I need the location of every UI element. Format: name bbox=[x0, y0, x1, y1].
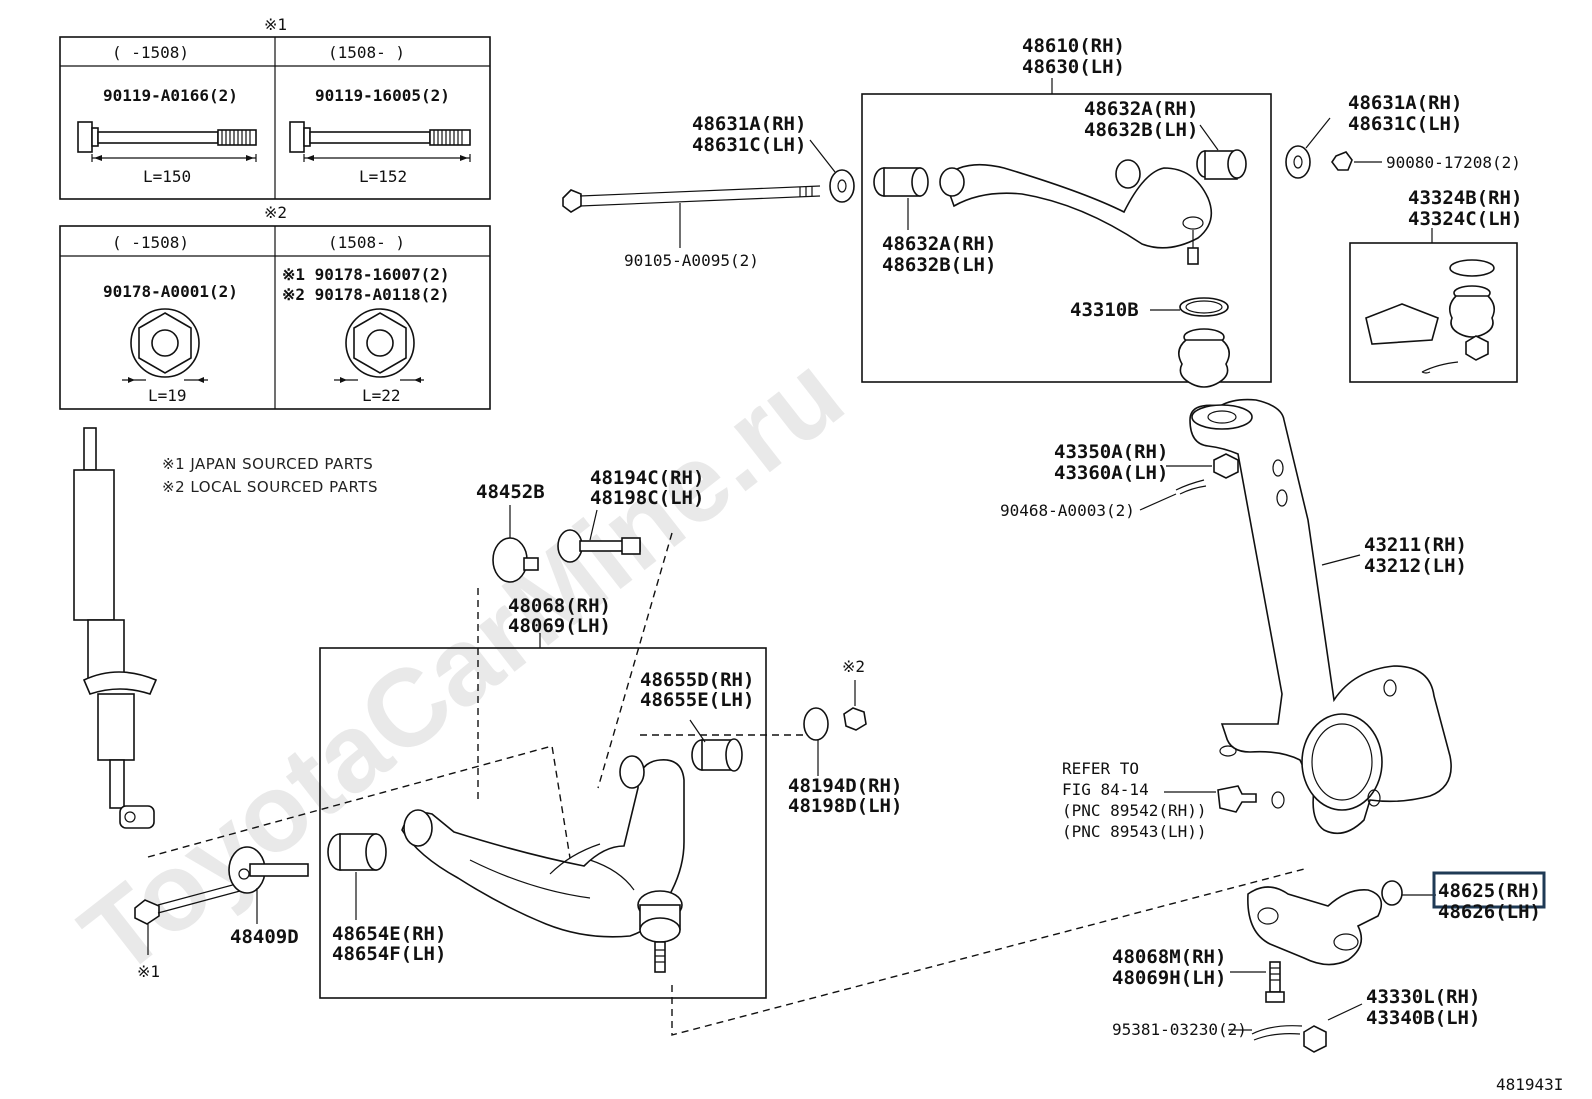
shock-absorber-drawing bbox=[73, 427, 158, 829]
knuckle-nut-drawing bbox=[1139, 453, 1239, 511]
label-washer-left-rh: 48631A(RH) bbox=[692, 113, 806, 135]
label-48409d: 48409D bbox=[230, 926, 299, 948]
note-japan-sourced: ※1 JAPAN SOURCED PARTS bbox=[162, 455, 373, 473]
steering-arm-drawing bbox=[1247, 880, 1436, 966]
steering-knuckle-drawing bbox=[1189, 398, 1452, 835]
label-arm-bolt-rh: 48068M(RH) bbox=[1112, 946, 1226, 968]
label-upper-bush-right-rh: 48632A(RH) bbox=[1084, 98, 1198, 120]
label-arm-bolt-lh: 48069H(LH) bbox=[1112, 967, 1226, 989]
cam-plate-drawing bbox=[492, 505, 539, 583]
lower-nut-drawing bbox=[1228, 1003, 1363, 1053]
label-lower-arm-rh: 48068(RH) bbox=[508, 595, 611, 617]
steering-arm-bolt-drawing bbox=[1230, 961, 1285, 1003]
label-43310b: 43310B bbox=[1070, 299, 1139, 321]
rear-cam-drawing bbox=[803, 680, 867, 776]
label-upper-arm-rh: 48610(RH) bbox=[1022, 35, 1125, 57]
washer-right-drawing bbox=[1285, 117, 1382, 179]
table2-col1-header: ( -1508) bbox=[112, 233, 189, 252]
label-rear-bush-lh: 48655E(LH) bbox=[640, 689, 754, 711]
label-front-bush-rh: 48654E(RH) bbox=[332, 923, 446, 945]
long-bolt-drawing bbox=[562, 185, 821, 248]
table2-mark: ※2 bbox=[264, 203, 287, 222]
label-knuckle-rh: 43211(RH) bbox=[1364, 534, 1467, 556]
label-knuckle-nut-lh: 43360A(LH) bbox=[1054, 462, 1168, 484]
bolt-icon bbox=[77, 121, 257, 162]
lower-arm-bolt-drawing bbox=[134, 882, 241, 955]
table2-col1-part: 90178-A0001(2) bbox=[103, 282, 238, 301]
cam-bolt-drawing bbox=[557, 509, 641, 563]
lower-arm-assembly-box bbox=[319, 647, 767, 999]
front-bushing-drawing bbox=[327, 833, 387, 920]
table1-mark: ※1 bbox=[264, 15, 287, 34]
label-upper-bush-left-rh: 48632A(RH) bbox=[882, 233, 996, 255]
mark-local-sourced: ※2 bbox=[842, 657, 865, 676]
label-rear-bush-rh: 48655D(RH) bbox=[640, 669, 754, 691]
rear-bushing-drawing bbox=[689, 719, 743, 772]
refer-line-3: (PNC 89542(RH)) bbox=[1062, 801, 1207, 820]
highlighted-part-frame[interactable] bbox=[1432, 871, 1546, 909]
table1-col1-dim: L=150 bbox=[143, 167, 191, 186]
label-rear-bolt-rh: 48194D(RH) bbox=[788, 775, 902, 797]
table2-col2-part-a: ※1 90178-16007(2) bbox=[282, 265, 450, 284]
label-rear-bolt-lh: 48198D(LH) bbox=[788, 795, 902, 817]
table2-col2-dim: L=22 bbox=[362, 386, 401, 405]
ball-joint-boot-drawing bbox=[1150, 297, 1230, 388]
label-long-bolt: 90105-A0095(2) bbox=[624, 251, 759, 270]
upper-arm-assembly-box bbox=[861, 93, 1272, 383]
label-upper-bush-right-lh: 48632B(LH) bbox=[1084, 119, 1198, 141]
boot-kit-parts-drawing bbox=[1365, 259, 1496, 374]
label-cam-bolt-lh: 48198C(LH) bbox=[590, 487, 704, 509]
label-lower-nut-rh: 43330L(RH) bbox=[1366, 986, 1480, 1008]
label-lower-nut-lh: 43340B(LH) bbox=[1366, 1007, 1480, 1029]
note-local-sourced: ※2 LOCAL SOURCED PARTS bbox=[162, 478, 378, 496]
table2-col2-part-b: ※2 90178-A0118(2) bbox=[282, 285, 450, 304]
label-upper-bush-left-lh: 48632B(LH) bbox=[882, 254, 996, 276]
flange-nut-icon bbox=[334, 308, 424, 383]
label-48452b: 48452B bbox=[476, 481, 545, 503]
table2-col2-header: (1508- ) bbox=[328, 233, 405, 252]
bolt-icon bbox=[289, 121, 471, 162]
table1-col2-part: 90119-16005(2) bbox=[315, 86, 450, 105]
label-steering-arm-rh[interactable]: 48625(RH) bbox=[1438, 880, 1541, 902]
nut-size-table: ※2 ( -1508) (1508- ) 90178-A0001(2) ※1 9… bbox=[59, 203, 491, 410]
table2-col1-dim: L=19 bbox=[148, 386, 187, 405]
boot-kit-box bbox=[1349, 242, 1518, 383]
refer-line-1: REFER TO bbox=[1062, 759, 1139, 778]
label-cotter-pin: 90468-A0003(2) bbox=[1000, 501, 1135, 520]
abs-sensor-drawing bbox=[1164, 785, 1257, 813]
label-upper-arm-lh: 48630(LH) bbox=[1022, 56, 1125, 78]
label-lower-arm-lh: 48069(LH) bbox=[508, 615, 611, 637]
label-steering-arm-lh: 48626(LH) bbox=[1438, 901, 1541, 923]
cam-washer-drawing bbox=[228, 846, 309, 924]
label-front-bush-lh: 48654F(LH) bbox=[332, 943, 446, 965]
label-cam-bolt-rh: 48194C(RH) bbox=[590, 467, 704, 489]
lower-control-arm-drawing bbox=[401, 755, 685, 973]
refer-line-4: (PNC 89543(LH)) bbox=[1062, 822, 1207, 841]
upper-bushing-left-drawing bbox=[873, 167, 929, 230]
label-lower-cotter: 95381-03230(2) bbox=[1112, 1020, 1247, 1039]
table1-col1-part: 90119-A0166(2) bbox=[103, 86, 238, 105]
label-washer-right-rh: 48631A(RH) bbox=[1348, 92, 1462, 114]
table1-col1-header: ( -1508) bbox=[112, 43, 189, 62]
label-boot-kit-lh: 43324C(LH) bbox=[1408, 208, 1522, 230]
bolt-length-table: ※1 ( -1508) (1508- ) 90119-A0166(2) 9011… bbox=[59, 15, 491, 200]
figure-id: 481943I bbox=[1496, 1075, 1563, 1094]
flange-nut-icon bbox=[122, 308, 208, 383]
table1-col2-dim: L=152 bbox=[359, 167, 407, 186]
label-boot-kit-rh: 43324B(RH) bbox=[1408, 187, 1522, 209]
upper-control-arm-drawing bbox=[939, 159, 1213, 265]
label-nut-90080: 90080-17208(2) bbox=[1386, 153, 1521, 172]
label-knuckle-lh: 43212(LH) bbox=[1364, 555, 1467, 577]
label-knuckle-nut-rh: 43350A(RH) bbox=[1054, 441, 1168, 463]
mark-japan-sourced: ※1 bbox=[137, 962, 160, 981]
label-washer-left-lh: 48631C(LH) bbox=[692, 134, 806, 156]
washer-drawing bbox=[809, 139, 855, 203]
upper-bushing-right-drawing bbox=[1196, 124, 1247, 180]
refer-line-2: FIG 84-14 bbox=[1062, 780, 1149, 799]
label-washer-right-lh: 48631C(LH) bbox=[1348, 113, 1462, 135]
table1-col2-header: (1508- ) bbox=[328, 43, 405, 62]
